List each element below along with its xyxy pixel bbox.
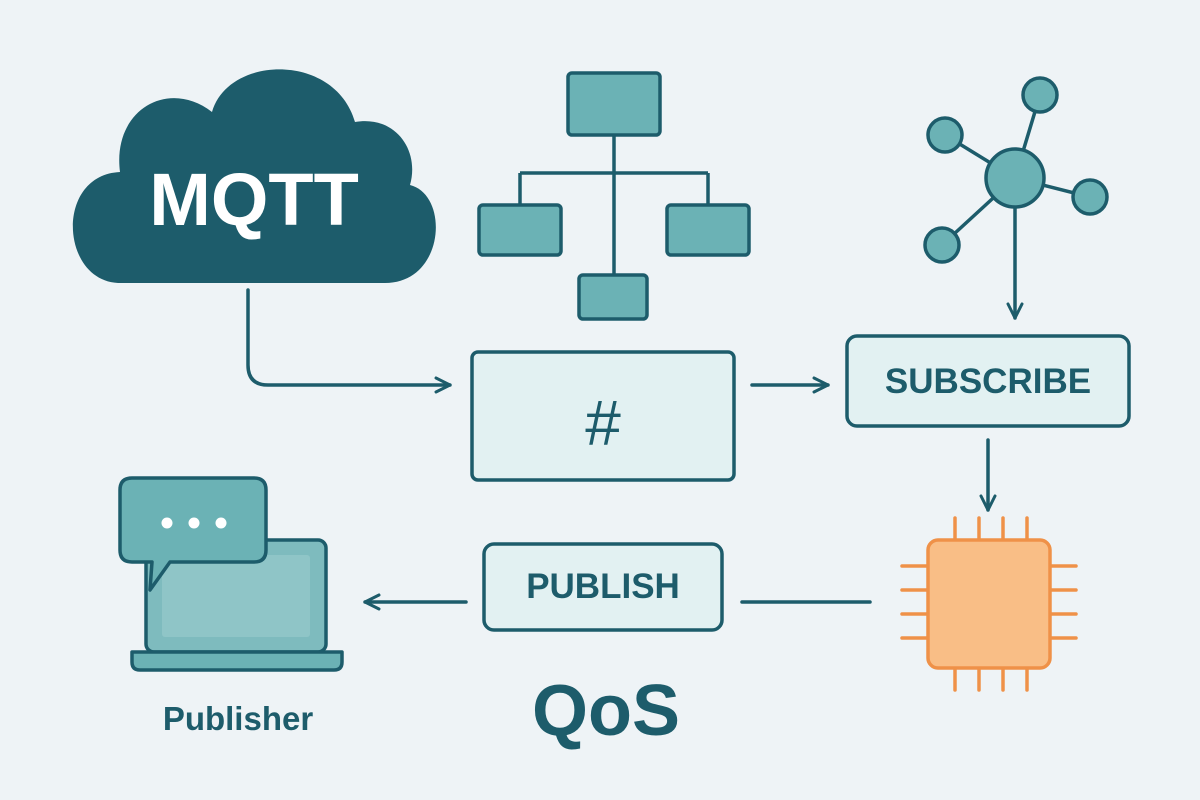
tree-bottom-node (577, 273, 649, 321)
subscribe-box: SUBSCRIBE (845, 334, 1131, 428)
tree-root-node (566, 71, 662, 137)
laptop-base (130, 650, 344, 672)
mqtt-cloud-icon: MQTT (72, 69, 436, 283)
cloud-to-topic-arrow (246, 288, 452, 394)
qos-label: QoS (532, 671, 680, 751)
tree-right-node (665, 203, 751, 257)
cloud-label: MQTT (149, 158, 359, 241)
tree-left-node (477, 203, 563, 257)
chat-bubble-icon (118, 476, 268, 592)
topic-wildcard-box: # (470, 350, 736, 482)
publisher-label: Publisher (163, 700, 314, 737)
subscribe-label: SUBSCRIBE (885, 362, 1091, 401)
publish-label: PUBLISH (526, 567, 680, 606)
publisher-laptop-icon (118, 476, 344, 672)
topic-wildcard-label: # (585, 387, 621, 459)
topic-tree-icon (477, 71, 751, 321)
publish-box: PUBLISH (482, 542, 724, 632)
microchip-icon (900, 516, 1078, 692)
